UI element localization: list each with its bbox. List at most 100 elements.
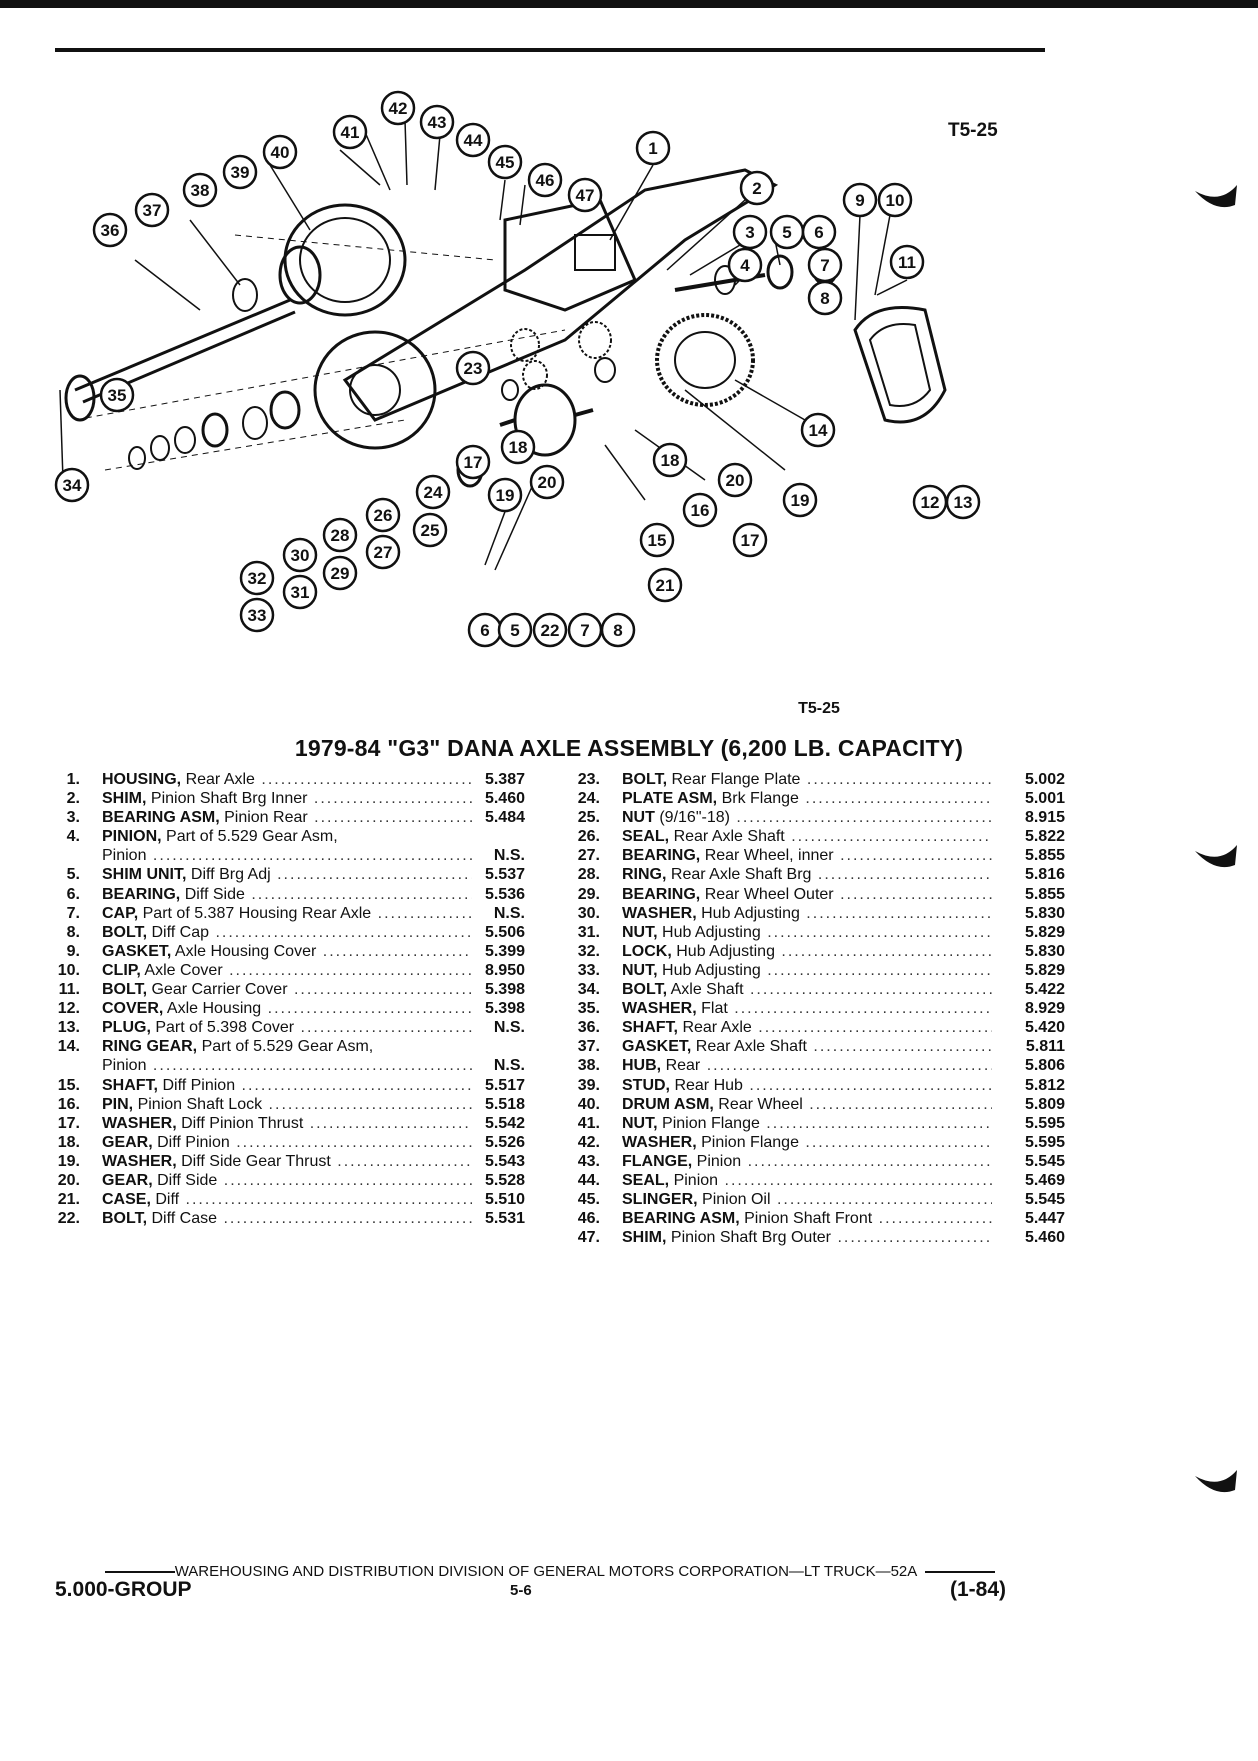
part-description: BOLT, Diff Cap .........................… <box>102 923 472 941</box>
part-description: BOLT, Axle Shaft .......................… <box>622 981 992 999</box>
part-number: 8. <box>66 923 80 941</box>
part-name: BOLT, <box>102 923 148 941</box>
part-group-number: 8.915 <box>1024 809 1065 827</box>
part-detail: Axle Shaft <box>670 981 744 999</box>
part-group-number: 5.002 <box>1024 771 1065 788</box>
part-row: 12.COVER, Axle Housing .................… <box>40 999 540 1018</box>
part-group-number: 5.855 <box>1024 847 1065 865</box>
part-detail: Diff Side <box>157 1171 218 1189</box>
callout-22b: 22 <box>532 612 568 648</box>
callout-28: 28 <box>322 517 358 553</box>
part-description: NUT, Pinion Flange .....................… <box>622 1114 992 1132</box>
part-number: 3. <box>66 809 80 827</box>
callout-8: 8 <box>807 280 843 316</box>
svg-text:22: 22 <box>541 621 560 640</box>
part-description: FLANGE, Pinion .........................… <box>622 1152 992 1170</box>
part-name: SLINGER, <box>622 1191 698 1209</box>
callout-9: 9 <box>842 182 878 218</box>
part-name: GASKET, <box>102 942 172 960</box>
part-group-number: 5.506 <box>484 923 525 941</box>
part-row: 34.BOLT, Axle Shaft ....................… <box>560 980 1065 999</box>
part-number: 16. <box>57 1095 80 1113</box>
callout-18a: 18 <box>652 442 688 478</box>
part-detail: (9/16"-18) <box>659 809 730 827</box>
part-group-number: 5.545 <box>1024 1191 1065 1209</box>
part-group-number: 5.812 <box>1024 1076 1065 1094</box>
svg-text:47: 47 <box>576 186 595 205</box>
part-detail: Hub Adjusting <box>662 923 761 941</box>
part-number: 28. <box>577 866 600 884</box>
part-row: 11.BOLT, Gear Carrier Cover ............… <box>40 980 540 999</box>
svg-text:5: 5 <box>510 621 519 640</box>
part-description: HOUSING, Rear Axle .....................… <box>102 771 472 788</box>
part-row: 40.DRUM ASM, Rear Wheel ................… <box>560 1095 1065 1114</box>
part-detail: Hub Adjusting <box>701 904 800 922</box>
part-group-number: 5.595 <box>1024 1133 1065 1151</box>
part-number: 24. <box>577 790 600 808</box>
part-group-number: 5.809 <box>1024 1095 1065 1113</box>
part-description: NUT, Hub Adjusting .....................… <box>622 923 992 941</box>
callout-7: 7 <box>807 247 843 283</box>
top-border <box>0 0 1258 8</box>
svg-text:2: 2 <box>752 179 761 198</box>
part-description: WASHER, Diff Pinion Thrust .............… <box>102 1114 472 1132</box>
svg-text:31: 31 <box>291 583 310 602</box>
part-group-number: 5.536 <box>484 885 525 903</box>
part-group-number: 5.398 <box>484 981 525 999</box>
part-row: 2.SHIM, Pinion Shaft Brg Inner .........… <box>40 789 540 808</box>
part-detail: Part of 5.398 Cover <box>155 1019 295 1037</box>
part-name: WASHER, <box>102 1152 177 1170</box>
part-name: SHIM UNIT, <box>102 866 187 884</box>
part-number: 36. <box>577 1019 600 1037</box>
part-row: 37.GASKET, Rear Axle Shaft .............… <box>560 1037 1065 1056</box>
part-row: 42.WASHER, Pinion Flange ...............… <box>560 1133 1065 1152</box>
svg-text:19: 19 <box>791 491 810 510</box>
part-number: 45. <box>577 1191 600 1209</box>
part-detail: Pinion Shaft Brg Outer <box>670 1229 831 1247</box>
part-number: 33. <box>577 961 600 979</box>
svg-text:20: 20 <box>726 471 745 490</box>
part-name: NUT, <box>622 1114 658 1132</box>
part-row: 39.STUD, Rear Hub ......................… <box>560 1076 1065 1095</box>
part-group-number: 8.929 <box>1024 1000 1065 1018</box>
callout-13: 13 <box>945 484 981 520</box>
part-row: 6.BEARING, Diff Side ...................… <box>40 885 540 904</box>
part-description: Pinion .................................… <box>102 847 472 865</box>
part-number: 27. <box>577 847 600 865</box>
part-name: NUT <box>622 809 655 827</box>
part-name: RING, <box>622 866 667 884</box>
part-description: SHIM, Pinion Shaft Brg Outer ...........… <box>622 1229 992 1247</box>
svg-text:5: 5 <box>782 223 791 242</box>
callout-10: 10 <box>877 182 913 218</box>
part-detail: Pinion <box>673 1171 719 1189</box>
callout-7b: 7 <box>567 612 603 648</box>
part-number: 23. <box>577 771 600 788</box>
svg-text:25: 25 <box>421 521 440 540</box>
callout-5b: 5 <box>497 612 533 648</box>
part-number: 17. <box>57 1114 80 1132</box>
part-row: 46.BEARING ASM, Pinion Shaft Front .....… <box>560 1209 1065 1228</box>
part-description: NUT (9/16"-18) .........................… <box>622 809 992 827</box>
svg-text:45: 45 <box>496 153 515 172</box>
callout-38: 38 <box>182 172 218 208</box>
part-detail: Pinion Flange <box>662 1114 760 1132</box>
part-name: CAP, <box>102 904 139 922</box>
part-number: 31. <box>577 923 600 941</box>
part-row: 3.BEARING ASM, Pinion Rear .............… <box>40 808 540 827</box>
callout-46: 46 <box>527 162 563 198</box>
part-number: 6. <box>66 885 80 903</box>
part-description: BOLT, Gear Carrier Cover ...............… <box>102 981 472 999</box>
part-group-number: N.S. <box>493 1057 525 1075</box>
part-name: BOLT, <box>622 771 668 788</box>
part-row: 22.BOLT, Diff Case .....................… <box>40 1209 540 1228</box>
part-row: 47.SHIM, Pinion Shaft Brg Outer ........… <box>560 1228 1065 1247</box>
part-name: WASHER, <box>102 1114 177 1132</box>
svg-text:6: 6 <box>480 621 489 640</box>
part-description: SHIM UNIT, Diff Brg Adj ................… <box>102 866 472 884</box>
part-number: 10. <box>57 961 80 979</box>
part-row: 16.PIN, Pinion Shaft Lock ..............… <box>40 1095 540 1114</box>
part-group-number: 5.542 <box>484 1114 525 1132</box>
svg-text:26: 26 <box>374 506 393 525</box>
part-row: 31. NUT, Hub Adjusting ..................… <box>560 923 1065 942</box>
part-number: 1. <box>66 771 80 788</box>
